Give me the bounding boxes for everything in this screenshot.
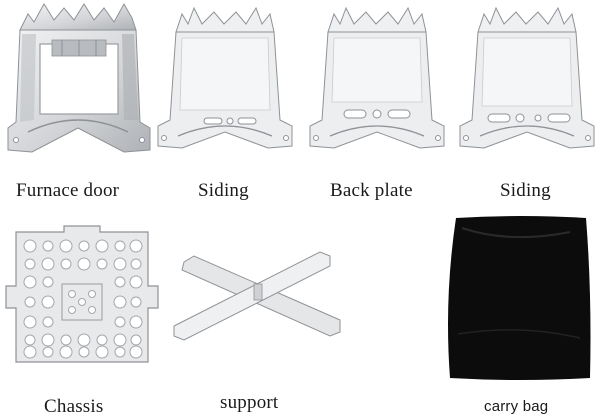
furnace-door-panel	[4, 0, 152, 162]
chassis-hole	[78, 240, 90, 252]
chassis-hole	[130, 296, 142, 308]
chassis-hole	[88, 306, 96, 314]
chassis-hole	[23, 315, 37, 329]
chassis-hole	[42, 240, 54, 252]
chassis-hole	[78, 346, 90, 358]
chassis-hole	[41, 333, 55, 347]
siding-right-label: Siding	[500, 180, 551, 201]
back-plate-panel	[304, 2, 450, 162]
chassis-hole	[88, 290, 96, 298]
chassis-hole	[24, 258, 36, 270]
chassis-hole	[68, 290, 76, 298]
chassis-hole	[129, 345, 143, 359]
support-label: support	[220, 392, 279, 413]
chassis-hole	[114, 346, 126, 358]
chassis-hole	[114, 316, 126, 328]
chassis-hole	[130, 334, 142, 346]
chassis-hole	[23, 239, 37, 253]
chassis-hole	[42, 316, 54, 328]
chassis-hole	[23, 345, 37, 359]
chassis-plate	[2, 222, 162, 372]
chassis-hole	[77, 333, 91, 347]
chassis-hole	[96, 334, 108, 346]
siding-left-panel	[152, 2, 298, 162]
chassis-hole	[23, 275, 37, 289]
chassis-hole	[113, 257, 127, 271]
chassis-hole	[113, 333, 127, 347]
chassis-hole	[60, 258, 72, 270]
chassis-hole	[24, 296, 36, 308]
chassis-hole	[114, 240, 126, 252]
siding-right-panel	[454, 2, 600, 162]
back-plate-label: Back plate	[330, 180, 413, 201]
chassis-hole	[24, 334, 36, 346]
chassis-hole	[42, 276, 54, 288]
chassis-hole	[113, 295, 127, 309]
furnace-door-label: Furnace door	[16, 180, 120, 201]
chassis-hole	[77, 257, 91, 271]
siding-left-label: Siding	[198, 180, 249, 201]
chassis-hole	[59, 239, 73, 253]
carry-bag-label: carry bag	[484, 398, 549, 415]
chassis-hole	[95, 345, 109, 359]
chassis-hole	[114, 276, 126, 288]
chassis-hole	[41, 257, 55, 271]
chassis-hole	[96, 258, 108, 270]
chassis-hole	[41, 295, 55, 309]
chassis-label: Chassis	[44, 396, 104, 417]
chassis-hole	[59, 345, 73, 359]
chassis-hole	[60, 334, 72, 346]
carry-bag	[440, 214, 596, 384]
support-crossbar	[170, 240, 350, 350]
chassis-hole	[129, 275, 143, 289]
chassis-hole	[95, 239, 109, 253]
chassis-hole	[42, 346, 54, 358]
chassis-hole	[130, 258, 142, 270]
chassis-hole	[129, 239, 143, 253]
chassis-hole	[68, 306, 76, 314]
chassis-hole	[129, 315, 143, 329]
chassis-hole	[78, 298, 86, 306]
